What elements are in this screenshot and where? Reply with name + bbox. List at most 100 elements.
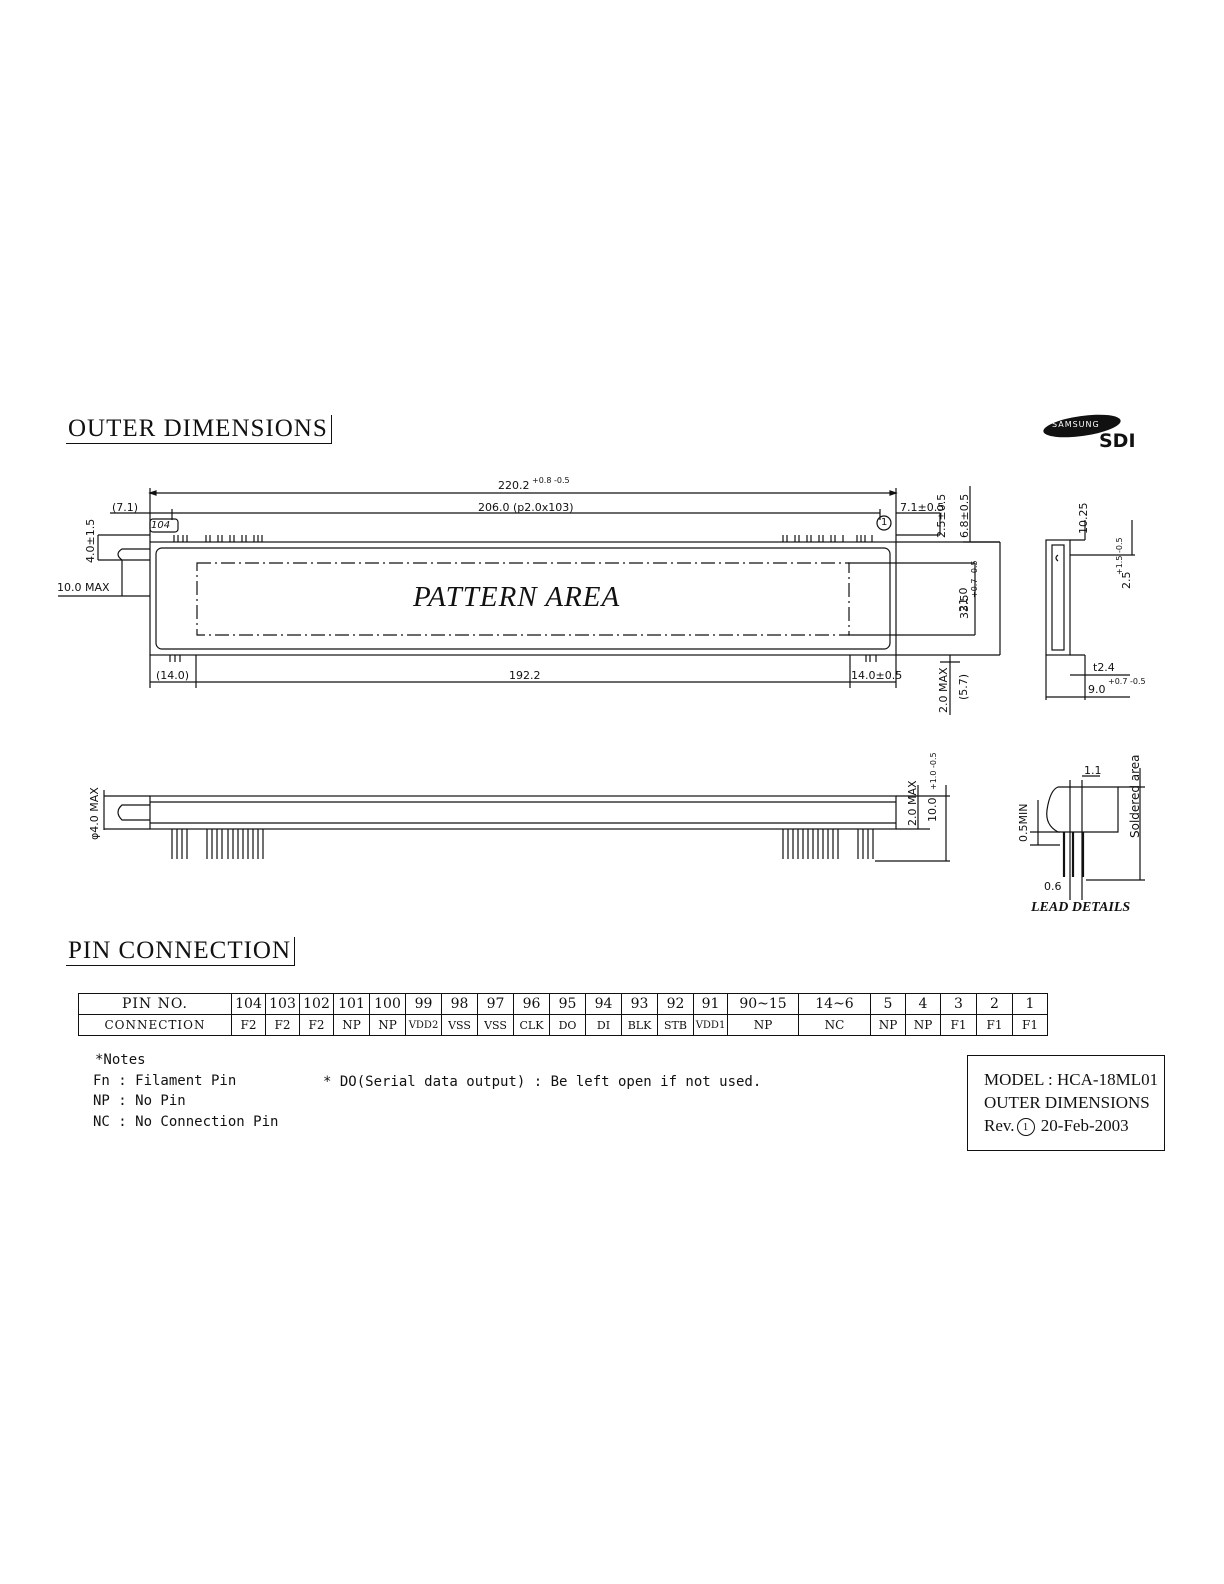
pin-number-cell: 91: [693, 993, 728, 1015]
connection-cell: F2: [231, 1014, 266, 1036]
pin-number-cell: 103: [265, 993, 300, 1015]
display-inner-outline: [155, 547, 891, 650]
connection-cell: NP: [333, 1014, 370, 1036]
connection-cell: VSS: [441, 1014, 478, 1036]
connection-cell: F2: [299, 1014, 334, 1036]
dim-top-offset-b: 6.8±0.5: [958, 493, 971, 538]
front-pins-right: [782, 829, 874, 859]
connection-cell: F1: [976, 1014, 1013, 1036]
dim-tip-max: 2.0 MAX: [937, 667, 950, 713]
top-pins-right: [782, 535, 873, 542]
model-revision: Rev.1 20-Feb-2003: [984, 1114, 1164, 1137]
note-filament: Fn : Filament Pin: [93, 1073, 237, 1089]
pin-connection-table: PIN NO. 104 103 102 101 100 99 98 97 96 …: [78, 993, 1048, 1036]
dim-pin-height: 4.0±1.5: [84, 518, 97, 563]
pin-number-cell: 92: [657, 993, 694, 1015]
top-pins-left: [173, 535, 263, 542]
pin-number-cell: 5: [870, 993, 906, 1015]
dim-tube-max: 10.0 MAX: [57, 581, 110, 594]
connection-cell: DI: [585, 1014, 622, 1036]
note-no-pin: NP : No Pin: [93, 1093, 186, 1109]
connection-cell: F1: [1012, 1014, 1048, 1036]
pin-number-cell: 98: [441, 993, 478, 1015]
model-number: MODEL : HCA-18ML01: [984, 1070, 1159, 1089]
pin-marker-1: 1: [881, 517, 888, 528]
connection-cell: NC: [798, 1014, 871, 1036]
connection-header: CONNECTION: [78, 1014, 232, 1036]
pin-number-cell: 95: [549, 993, 586, 1015]
pin-number-cell: 101: [333, 993, 370, 1015]
dim-tip-offset: (5.7): [957, 673, 970, 700]
dim-thick-tol: +1.0 -0.5: [929, 752, 938, 790]
connection-cell: NP: [727, 1014, 799, 1036]
connection-cell: NP: [870, 1014, 906, 1036]
dim-total-width: 220.2: [498, 479, 530, 492]
revision-label: Rev.: [984, 1116, 1015, 1135]
dim-side-c: t2.4: [1093, 661, 1115, 674]
pin-number-cell: 93: [621, 993, 658, 1015]
pin-number-cell: 104: [231, 993, 266, 1015]
outer-dimensions-heading: OUTER DIMENSIONS: [66, 415, 332, 444]
connection-cell: STB: [657, 1014, 694, 1036]
revision-number: 1: [1016, 1118, 1035, 1136]
lead-details-label: LEAD DETAILS: [1031, 900, 1131, 915]
exhaust-tube: [117, 548, 150, 561]
dim-total-width-tol: +0.8 -0.5: [532, 476, 570, 485]
connection-cell: CLK: [513, 1014, 550, 1036]
pin-number-cell: 90~15: [727, 993, 799, 1015]
dim-thick-max: 2.0 MAX: [906, 780, 919, 826]
pin-number-cell: 2: [976, 993, 1013, 1015]
dim-side-d: 9.0: [1088, 683, 1106, 696]
dim-total-height: 33.5: [958, 594, 971, 620]
pin-connection-heading: PIN CONNECTION: [66, 937, 296, 966]
connection-cell: VSS: [477, 1014, 514, 1036]
dim-bottom-right: 14.0±0.5: [851, 669, 903, 682]
connection-cell: NP: [905, 1014, 941, 1036]
dim-side-d-tol: +0.7 -0.5: [1108, 677, 1146, 686]
pin-number-row: PIN NO. 104 103 102 101 100 99 98 97 96 …: [78, 993, 1048, 1015]
pin-number-cell: 1: [1012, 993, 1048, 1015]
pin-number-cell: 14~6: [798, 993, 871, 1015]
pin-number-cell: 97: [477, 993, 514, 1015]
front-pins-left: [171, 829, 264, 859]
dim-tube-dia: φ4.0 MAX: [88, 787, 101, 840]
logo-brand-small: SAMSUNG: [1052, 420, 1100, 429]
connection-cell: VDD1: [693, 1014, 728, 1036]
note-do-output: * DO(Serial data output) : Be left open …: [323, 1074, 762, 1090]
dim-bottom-left: (14.0): [156, 669, 190, 682]
connection-cell: BLK: [621, 1014, 658, 1036]
pin-number-header: PIN NO.: [78, 993, 232, 1015]
connection-cell: DO: [549, 1014, 586, 1036]
dim-lead-b: 0.5MIN: [1017, 803, 1030, 842]
display-outline: [149, 541, 897, 656]
dim-pitch-span: 206.0 (p2.0x103): [478, 501, 574, 514]
pin-number-cell: 4: [905, 993, 941, 1015]
dim-side-b-tol: +1.5 -0.5: [1115, 537, 1124, 575]
connection-cell: NP: [369, 1014, 406, 1036]
logo-brand-sdi: SDI: [1099, 430, 1136, 452]
connection-cell: F1: [940, 1014, 977, 1036]
pin-number-cell: 96: [513, 993, 550, 1015]
pin-number-cell: 3: [940, 993, 977, 1015]
connection-cell: F2: [265, 1014, 300, 1036]
dim-thick: 10.0: [926, 797, 939, 823]
dim-lead-c: 0.6: [1044, 880, 1062, 893]
revision-date: 20-Feb-2003: [1040, 1116, 1129, 1135]
dim-lead-a: 1.1: [1084, 764, 1102, 777]
dim-top-offset-a: 2.5±0.5: [935, 493, 948, 538]
model-drawing-title: OUTER DIMENSIONS: [984, 1093, 1150, 1112]
dim-bottom-span: 192.2: [509, 669, 541, 682]
dim-side-a: 10.25: [1077, 502, 1090, 535]
model-title-block: MODEL : HCA-18ML01 OUTER DIMENSIONS Rev.…: [967, 1055, 1165, 1151]
bottom-pins: [169, 655, 877, 662]
dim-total-height-tol: +0.7 -0.5: [970, 560, 979, 598]
pin-number-cell: 94: [585, 993, 622, 1015]
pin-marker-104: 104: [151, 520, 171, 531]
soldered-area-label: Soldered area: [1128, 754, 1142, 838]
pin-number-cell: 100: [369, 993, 406, 1015]
dim-right-offset: 7.1±0.5: [900, 501, 945, 514]
pin-number-cell: 102: [299, 993, 334, 1015]
connection-cell: VDD2: [405, 1014, 442, 1036]
pattern-area-label: PATTERN AREA: [413, 581, 621, 613]
